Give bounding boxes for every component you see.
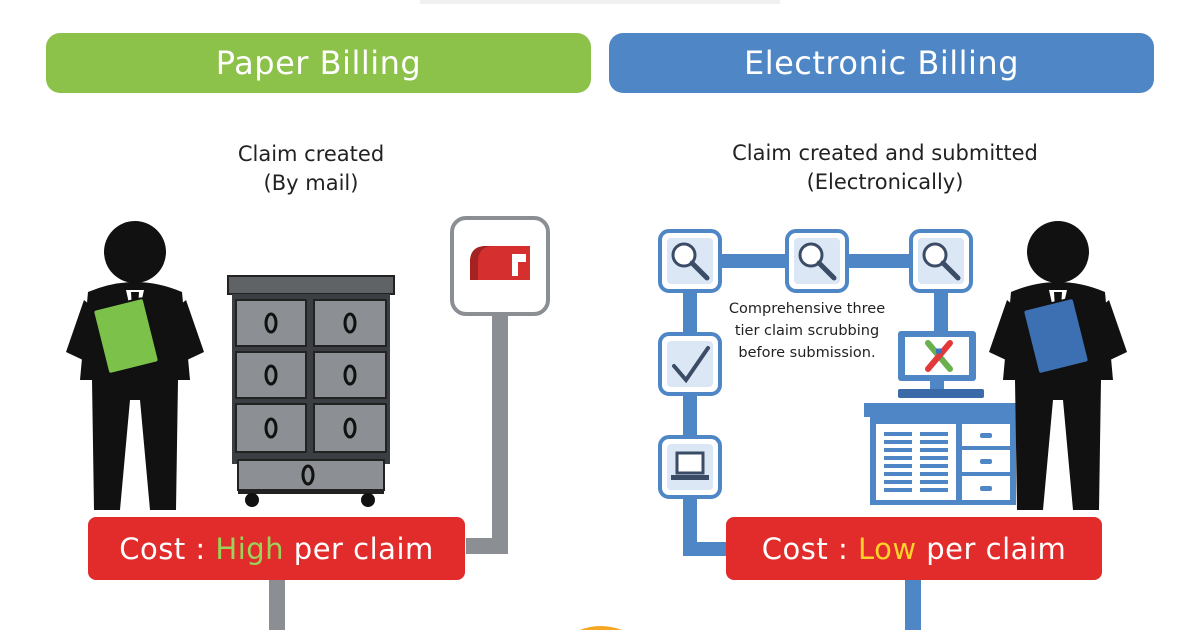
paper-cost-level: High xyxy=(215,531,285,566)
paper-flow-connector xyxy=(269,316,508,630)
magnifier-icon xyxy=(658,229,722,293)
electronic-caption-line2: (Electronically) xyxy=(806,170,964,194)
magnifier-icon xyxy=(785,229,849,293)
electronic-caption-line1: Claim created and submitted xyxy=(732,141,1038,165)
green-folder-icon xyxy=(92,297,160,375)
note-line1: Comprehensive three xyxy=(728,301,886,317)
bottom-accent xyxy=(580,626,622,630)
electronic-caption: Claim created and submitted (Electronica… xyxy=(680,139,1090,197)
paper-caption-line1: Claim created xyxy=(237,142,385,166)
note-line2: tier claim scrubbing xyxy=(734,323,880,339)
scrubbing-note: Comprehensive three tier claim scrubbing… xyxy=(712,298,902,364)
electronic-cost-box: Cost : Low per claim xyxy=(726,517,1102,580)
electronic-cost-level: Low xyxy=(857,531,917,566)
top-strip xyxy=(420,0,780,4)
desk-icon xyxy=(864,403,1022,505)
electronic-billing-header: Electronic Billing xyxy=(609,33,1154,93)
paper-cost-prefix: Cost : xyxy=(119,531,216,566)
mailbox-icon xyxy=(450,216,550,316)
computer-icon xyxy=(898,331,984,398)
paper-caption-line2: (By mail) xyxy=(263,171,359,195)
filing-cabinet-icon xyxy=(227,275,395,507)
checkmark-icon xyxy=(658,332,722,396)
magnifier-icon xyxy=(909,229,973,293)
electronic-cost-prefix: Cost : xyxy=(761,531,858,566)
paper-cost-box: Cost : High per claim xyxy=(88,517,465,580)
note-line3: before submission. xyxy=(738,345,876,361)
laptop-icon xyxy=(658,435,722,499)
paper-billing-header: Paper Billing xyxy=(46,33,591,93)
paper-caption: Claim created (By mail) xyxy=(171,140,451,198)
electronic-flow-connector xyxy=(683,254,948,630)
blue-folder-icon xyxy=(1022,297,1090,375)
electronic-cost-suffix: per claim xyxy=(916,531,1067,566)
paper-cost-suffix: per claim xyxy=(284,531,434,566)
